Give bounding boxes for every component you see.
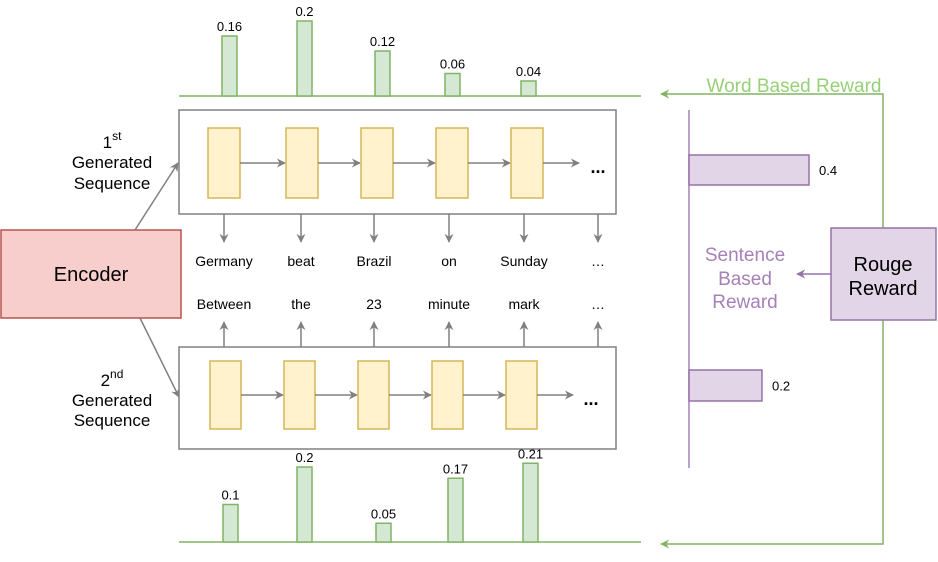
decoder-cell bbox=[431, 360, 464, 430]
rouge-reward-box bbox=[830, 227, 937, 321]
sentence-reward-line2: Based bbox=[718, 269, 772, 290]
seq1-ellipsis: ... bbox=[590, 157, 605, 177]
generated-word: on bbox=[441, 253, 457, 269]
sentence-based-reward-label: Sentence Based Reward bbox=[705, 245, 785, 313]
seq2-cells bbox=[209, 360, 574, 430]
word-reward-value: 0.2 bbox=[295, 450, 313, 465]
seq1-ordinal-suffix: st bbox=[112, 129, 122, 143]
seq2-ordinal-suffix: nd bbox=[110, 367, 123, 381]
word-reward-bar bbox=[444, 72, 461, 97]
rouge-label-line1: Rouge bbox=[854, 254, 913, 276]
seq1-label-line2: Sequence bbox=[74, 174, 151, 193]
word-reward-value: 0.04 bbox=[516, 64, 541, 79]
rouge-label-line2: Reward bbox=[849, 278, 918, 300]
decoder-cell bbox=[505, 360, 538, 430]
word-reward-feedback-line bbox=[660, 89, 884, 229]
generated-word: beat bbox=[287, 253, 314, 269]
decoder-cell bbox=[510, 127, 544, 199]
word-reward-value: 0.21 bbox=[518, 446, 543, 461]
decoder-cell bbox=[207, 127, 241, 199]
svg-text:2nd: 2nd bbox=[101, 367, 124, 390]
sentence-reward-value: 0.2 bbox=[772, 379, 790, 394]
word-reward-feedback-line-bottom bbox=[660, 320, 884, 549]
encoder-box bbox=[0, 229, 182, 319]
word-reward-value: 0.2 bbox=[295, 4, 313, 19]
sentence-reward-bar bbox=[688, 369, 763, 402]
sentence-reward-bar bbox=[688, 154, 810, 186]
seq1-label-line1: Generated bbox=[72, 153, 152, 172]
encoder-to-seq2-arrow bbox=[139, 317, 180, 398]
word-reward-bar bbox=[522, 462, 539, 543]
generated-word: Sunday bbox=[500, 253, 547, 269]
word-reward-value: 0.12 bbox=[370, 34, 395, 49]
seq1-decoder-box bbox=[178, 109, 617, 215]
word-reward-value: 0.06 bbox=[440, 57, 465, 72]
rouge-reward-block: Rouge Reward bbox=[830, 227, 937, 321]
decoder-cell bbox=[283, 360, 316, 430]
generated-word: 23 bbox=[366, 296, 382, 312]
word-reward-bar bbox=[520, 80, 537, 97]
word-reward-bar bbox=[222, 503, 239, 543]
word-reward-bar bbox=[374, 50, 391, 97]
word-reward-value: 0.1 bbox=[221, 488, 239, 503]
encoder-label: Encoder bbox=[54, 264, 129, 286]
word-reward-bar bbox=[296, 20, 313, 97]
word-reward-bar bbox=[447, 477, 464, 543]
seq2-ordinal: 2 bbox=[101, 371, 110, 390]
sentence-reward-line1: Sentence bbox=[705, 245, 785, 266]
encoder-to-seq1-arrow bbox=[134, 162, 179, 231]
generated-word: … bbox=[591, 296, 605, 312]
seq2-ellipsis: ... bbox=[583, 389, 598, 409]
decoder-cell bbox=[360, 127, 394, 199]
decoder-cell bbox=[357, 360, 390, 430]
word-reward-bar bbox=[375, 522, 392, 543]
word-reward-value: 0.05 bbox=[371, 506, 396, 521]
seq2-label: 2nd Generated Sequence bbox=[72, 367, 152, 430]
seq2-decoder-box bbox=[178, 346, 617, 450]
seq1-words: Germany beat Brazil on Sunday … bbox=[195, 214, 605, 269]
seq1-word-reward-bars: 0.16 0.2 0.12 0.06 0.04 bbox=[217, 4, 541, 97]
decoder-cell bbox=[285, 127, 319, 199]
seq1-label: 1st Generated Sequence bbox=[72, 129, 152, 193]
generated-word: Germany bbox=[195, 253, 253, 269]
decoder-cell bbox=[435, 127, 469, 199]
generated-word: minute bbox=[428, 296, 470, 312]
seq2-label-line2: Sequence bbox=[74, 411, 151, 430]
encoder-block: Encoder bbox=[0, 229, 182, 319]
word-based-reward-label: Word Based Reward bbox=[707, 76, 882, 97]
sentence-reward-line3: Reward bbox=[712, 292, 777, 313]
word-reward-value: 0.17 bbox=[443, 461, 468, 476]
generated-word: Between bbox=[197, 296, 251, 312]
seq2-label-line1: Generated bbox=[72, 391, 152, 410]
sentence-reward-bars: 0.4 0.2 bbox=[688, 154, 837, 402]
seq1-ordinal: 1 bbox=[103, 133, 112, 152]
seq2-words: Between the 23 minute mark … bbox=[197, 296, 605, 347]
word-reward-bar bbox=[296, 466, 313, 543]
generated-word: … bbox=[591, 253, 605, 269]
sentence-reward-value: 0.4 bbox=[819, 163, 837, 178]
generated-word: mark bbox=[508, 296, 540, 312]
generated-word: the bbox=[291, 296, 311, 312]
seq2-word-reward-bars: 0.1 0.2 0.05 0.17 0.21 bbox=[221, 446, 543, 543]
decoder-cell bbox=[209, 360, 242, 430]
generated-word: Brazil bbox=[356, 253, 391, 269]
word-reward-value: 0.16 bbox=[217, 19, 242, 34]
svg-text:1st: 1st bbox=[103, 129, 122, 152]
seq1-cells bbox=[207, 127, 580, 199]
word-reward-bar bbox=[221, 35, 238, 97]
